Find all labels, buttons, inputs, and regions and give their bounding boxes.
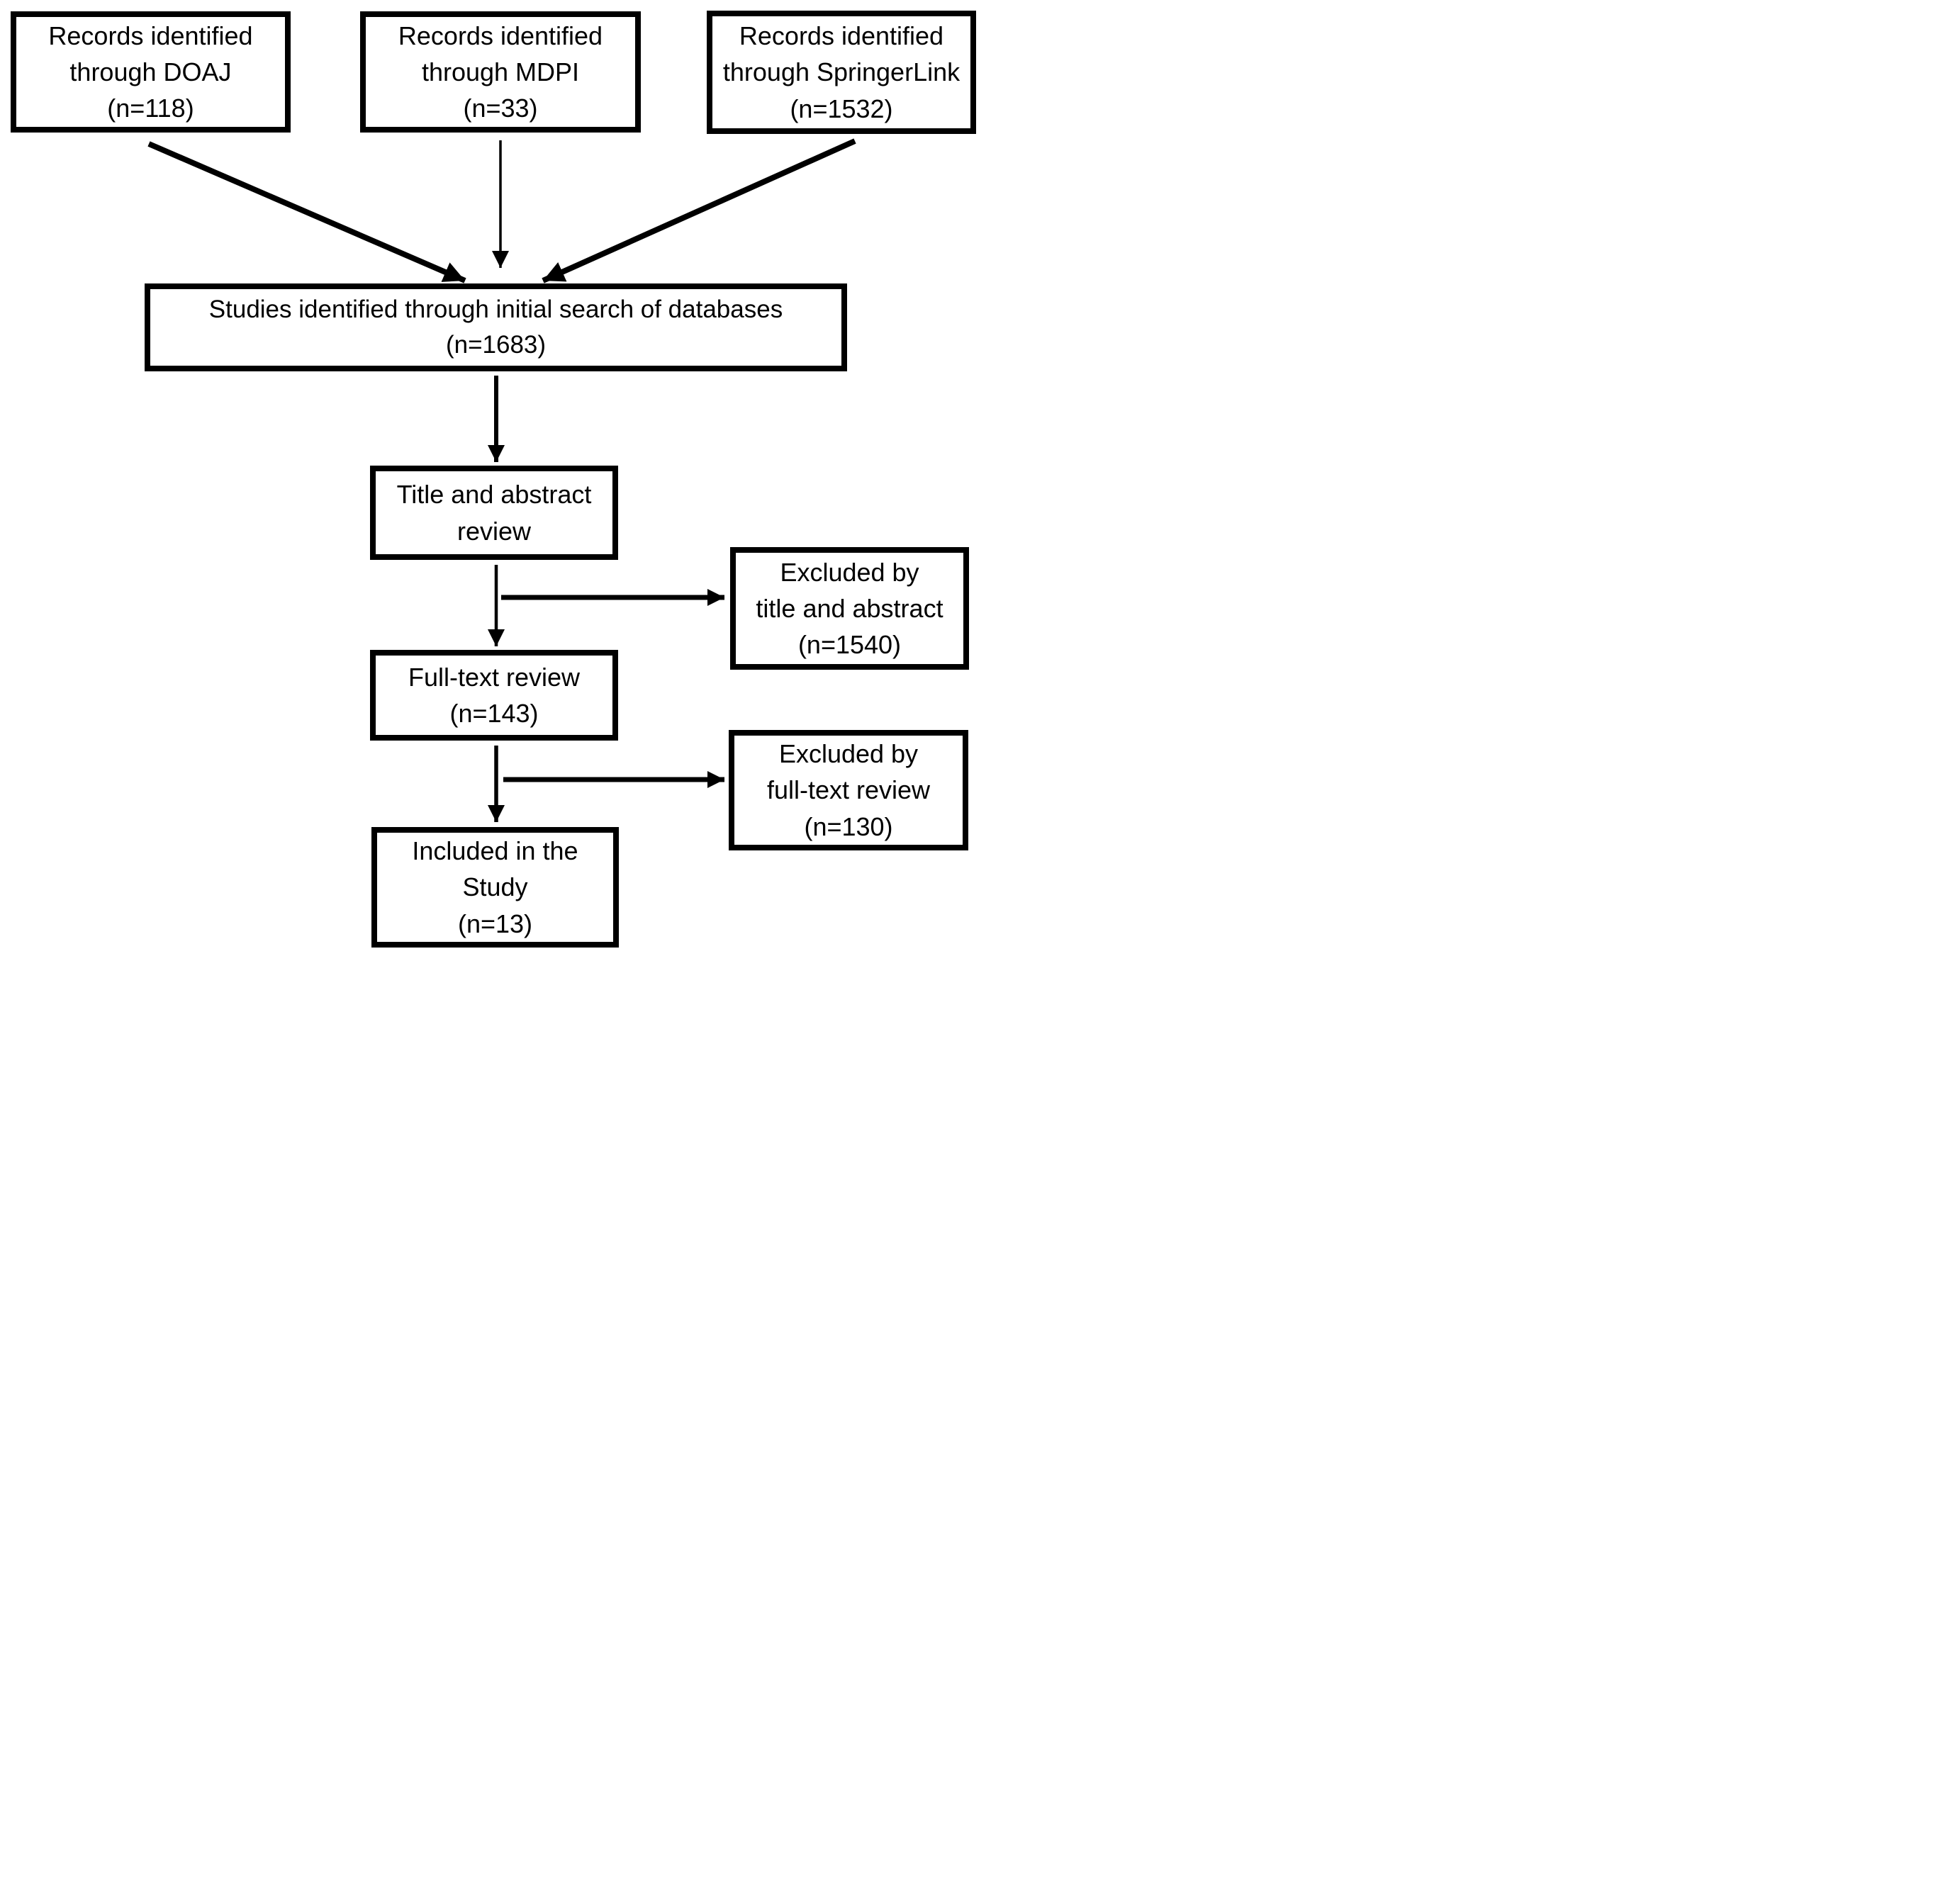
prisma-flow-diagram: Records identified through DOAJ (n=118) … (0, 0, 980, 950)
box-records-doaj-text: Records identified through DOAJ (n=118) (48, 21, 253, 123)
arrow-doaj-to-initial (147, 141, 466, 283)
box-initial-search-text: Studies identified through initial searc… (208, 296, 783, 359)
arrow-springerlink-to-initial (542, 138, 856, 283)
box-fulltext-review: Full-text review (n=143) (370, 650, 618, 741)
flow-arrows (147, 138, 856, 822)
box-records-doaj: Records identified through DOAJ (n=118) (11, 11, 291, 133)
box-title-abstract-review-text: Title and abstract review (396, 480, 592, 546)
box-included-study-text: Included in the Study (n=13) (412, 836, 578, 938)
box-title-abstract-review: Title and abstract review (370, 466, 618, 560)
box-records-springerlink: Records identified through SpringerLink … (707, 11, 976, 134)
box-excluded-title-abstract-text: Excluded by title and abstract (n=1540) (756, 557, 943, 660)
box-included-study: Included in the Study (n=13) (371, 827, 619, 948)
box-excluded-title-abstract: Excluded by title and abstract (n=1540) (730, 547, 969, 670)
box-records-springerlink-text: Records identified through SpringerLink … (722, 21, 961, 123)
box-initial-search: Studies identified through initial searc… (145, 283, 847, 371)
box-fulltext-review-text: Full-text review (n=143) (408, 662, 581, 728)
box-records-mdpi: Records identified through MDPI (n=33) (360, 11, 641, 133)
box-excluded-fulltext: Excluded by full-text review (n=130) (729, 730, 968, 850)
box-records-mdpi-text: Records identified through MDPI (n=33) (398, 21, 603, 123)
box-excluded-fulltext-text: Excluded by full-text review (n=130) (766, 739, 931, 841)
